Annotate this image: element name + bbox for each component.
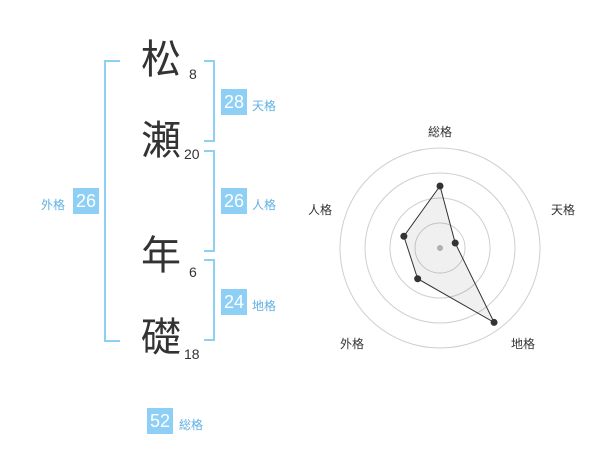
gaikaku-label: 外格 bbox=[41, 198, 66, 212]
radar-label-jinkaku: 人格 bbox=[308, 203, 333, 217]
name-char-1: 松 bbox=[141, 37, 181, 83]
stroke-count-4: 18 bbox=[184, 346, 200, 362]
radar-label-soukaku: 総格 bbox=[428, 125, 453, 139]
chikaku-badge: 24 bbox=[221, 289, 247, 315]
radar-point-4 bbox=[414, 275, 422, 283]
stroke-count-2: 20 bbox=[184, 146, 200, 162]
radar-point-3 bbox=[490, 318, 498, 326]
soukaku-label: 総格 bbox=[179, 418, 204, 432]
jinkaku-bracket bbox=[204, 150, 215, 252]
stroke-count-1: 8 bbox=[189, 66, 197, 82]
gaikaku-bracket bbox=[104, 60, 120, 342]
jinkaku-badge: 26 bbox=[221, 188, 247, 214]
radar-point-5 bbox=[400, 232, 408, 240]
radar-point-2 bbox=[451, 239, 459, 247]
radar-data-area bbox=[403, 184, 496, 324]
chikaku-bracket bbox=[204, 259, 215, 341]
chikaku-label: 地格 bbox=[252, 299, 277, 313]
radar-ring bbox=[389, 197, 491, 299]
soukaku-badge: 52 bbox=[147, 408, 173, 434]
radar-ring bbox=[364, 172, 516, 324]
radar-point-1 bbox=[436, 182, 444, 190]
stroke-count-3: 6 bbox=[189, 264, 197, 280]
radar-ring bbox=[339, 147, 541, 349]
radar-label-tenkaku: 天格 bbox=[551, 203, 576, 217]
radar-center-dot bbox=[437, 245, 443, 251]
jinkaku-label: 人格 bbox=[252, 198, 277, 212]
tenkaku-bracket bbox=[204, 60, 215, 142]
name-char-3: 年 bbox=[141, 233, 181, 279]
radar-label-gaikaku: 外格 bbox=[340, 337, 365, 351]
tenkaku-badge: 28 bbox=[221, 89, 247, 115]
radar-ring bbox=[414, 222, 466, 274]
name-char-2: 瀬 bbox=[141, 118, 181, 164]
tenkaku-label: 天格 bbox=[252, 99, 277, 113]
radar-label-chikaku: 地格 bbox=[511, 337, 536, 351]
name-char-4: 礎 bbox=[141, 315, 181, 361]
gaikaku-badge: 26 bbox=[73, 188, 99, 214]
